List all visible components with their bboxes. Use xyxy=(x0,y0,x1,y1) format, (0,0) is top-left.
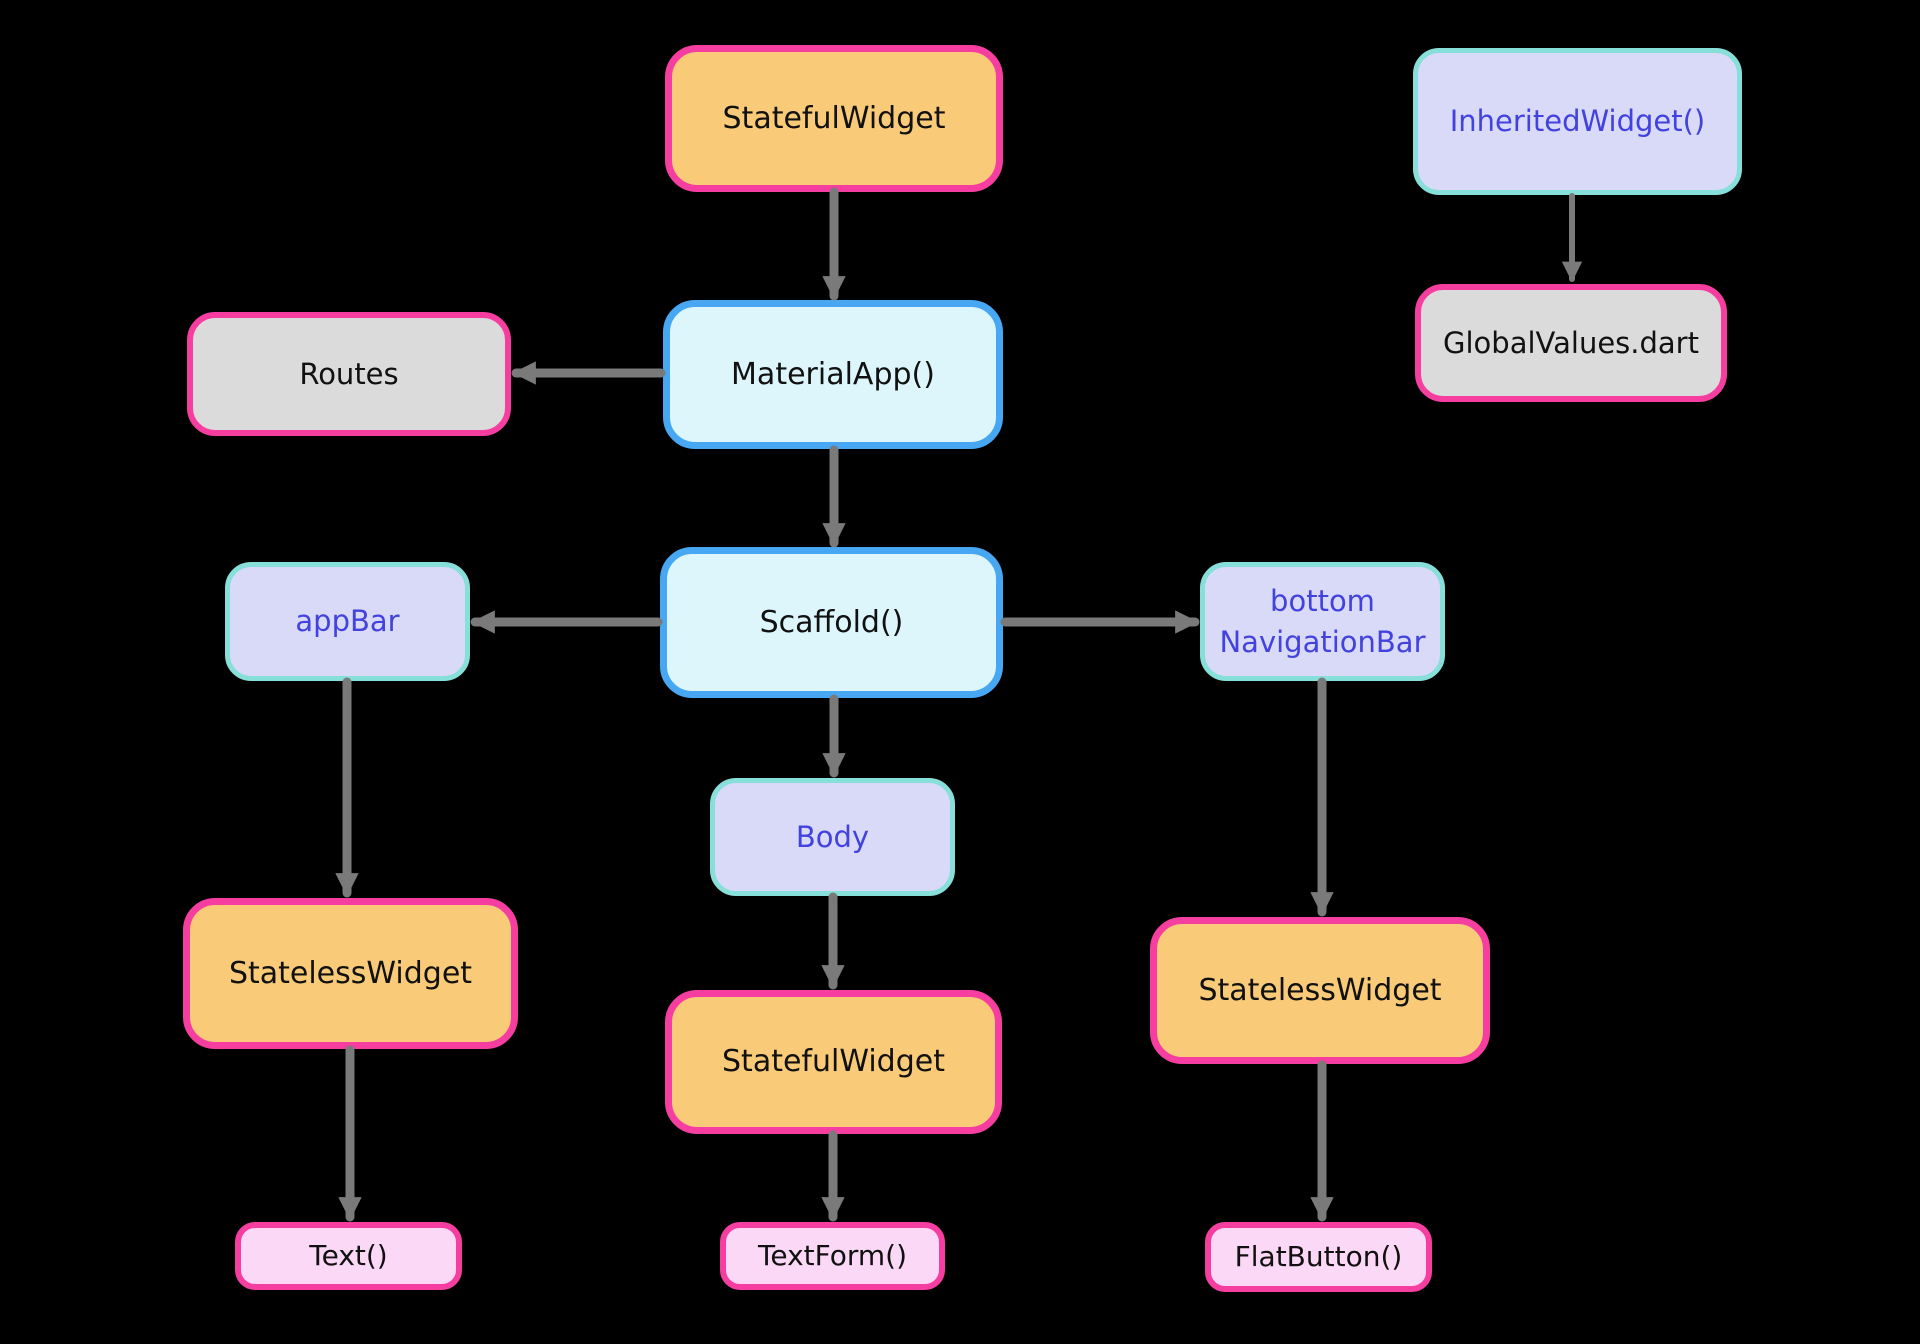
node-label: FlatButton() xyxy=(1234,1240,1403,1274)
node-label: InheritedWidget() xyxy=(1449,104,1706,139)
node-label: StatefulWidget xyxy=(722,1044,945,1079)
node-textform: TextForm() xyxy=(720,1222,945,1290)
node-inheritedwidget: InheritedWidget() xyxy=(1413,48,1742,195)
node-statefulwidget-top: StatefulWidget xyxy=(665,45,1003,192)
node-flatbutton: FlatButton() xyxy=(1205,1222,1432,1292)
node-bottomnavigationbar: bottom NavigationBar xyxy=(1200,562,1445,681)
node-label: Text() xyxy=(309,1239,388,1273)
node-scaffold: Scaffold() xyxy=(660,547,1003,698)
node-label: GlobalValues.dart xyxy=(1443,325,1699,360)
node-statelesswidget-right: StatelessWidget xyxy=(1150,917,1490,1064)
node-label: StatelessWidget xyxy=(228,955,473,991)
node-text: Text() xyxy=(235,1222,462,1290)
node-label: Scaffold() xyxy=(759,604,904,640)
node-materialapp: MaterialApp() xyxy=(663,300,1003,449)
node-label: StatelessWidget xyxy=(1198,972,1442,1008)
node-label: TextForm() xyxy=(757,1239,907,1273)
node-statefulwidget-center: StatefulWidget xyxy=(665,990,1002,1134)
node-label: StatefulWidget xyxy=(722,100,946,136)
node-label: Routes xyxy=(299,356,399,391)
node-label: MaterialApp() xyxy=(731,356,935,392)
node-statelesswidget-left: StatelessWidget xyxy=(183,898,518,1049)
node-routes: Routes xyxy=(187,312,511,436)
node-label: Body xyxy=(795,819,870,854)
node-body: Body xyxy=(710,778,955,896)
node-appbar: appBar xyxy=(225,562,470,681)
node-label: appBar xyxy=(295,604,400,639)
node-label: bottom NavigationBar xyxy=(1219,583,1426,659)
node-globalvalues-dart: GlobalValues.dart xyxy=(1415,284,1727,402)
